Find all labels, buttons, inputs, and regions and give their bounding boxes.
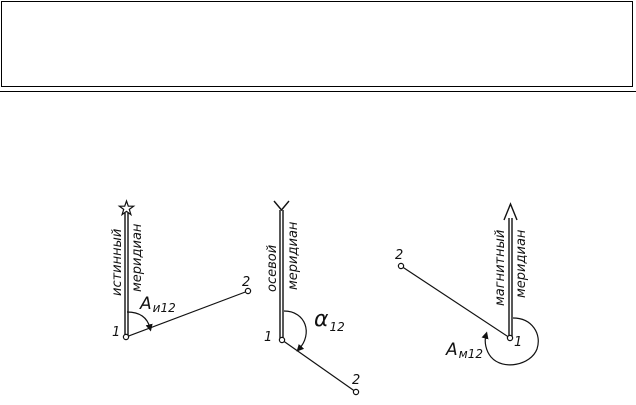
magnetic-meridian-label-1: магнитный (493, 230, 508, 306)
y-axis-fork-icon (273, 200, 290, 212)
point-1-label: 1 (514, 335, 522, 350)
point-2 (244, 287, 252, 295)
point-1 (278, 336, 286, 344)
magnetic-azimuth-arc (481, 317, 539, 366)
point-2-label: 2 (352, 373, 360, 388)
point-1 (122, 333, 130, 341)
point-2-label: 2 (242, 275, 250, 290)
panel-true-meridian: истинный меридиан 1 2 Aи12 (110, 199, 252, 341)
point-1-label: 1 (112, 325, 120, 340)
true-meridian-label-2: меридиан (130, 223, 145, 292)
panel-axial-meridian: осевой меридиан 1 2 α12 (264, 200, 360, 396)
azimuth-arc (126, 311, 153, 332)
header-underline (0, 91, 636, 92)
axial-meridian-label-1: осевой (265, 245, 280, 292)
direction-angle-arc (283, 310, 307, 352)
point-1-label: 1 (264, 330, 272, 345)
direction-line-1-2 (400, 265, 511, 339)
point-2 (352, 388, 360, 396)
magnetic-meridian-label-2: меридиан (514, 229, 529, 298)
point-2-label: 2 (395, 248, 403, 263)
point-2 (397, 262, 405, 270)
direction-angle-label: α12 (314, 307, 345, 334)
direction-line-1-2 (281, 339, 357, 393)
star-icon (117, 199, 136, 217)
magnetic-azimuth-label: Aм12 (445, 340, 483, 361)
true-meridian-label-1: истинный (110, 229, 125, 296)
azimuth-label: Aи12 (139, 294, 176, 315)
north-arrow-icon (503, 202, 518, 221)
panel-magnetic-meridian: магнитный меридиан 1 2 Aм12 (395, 202, 539, 366)
header-frame (1, 1, 633, 87)
point-1 (506, 334, 514, 342)
axial-meridian-label-2: меридиан (286, 221, 301, 290)
